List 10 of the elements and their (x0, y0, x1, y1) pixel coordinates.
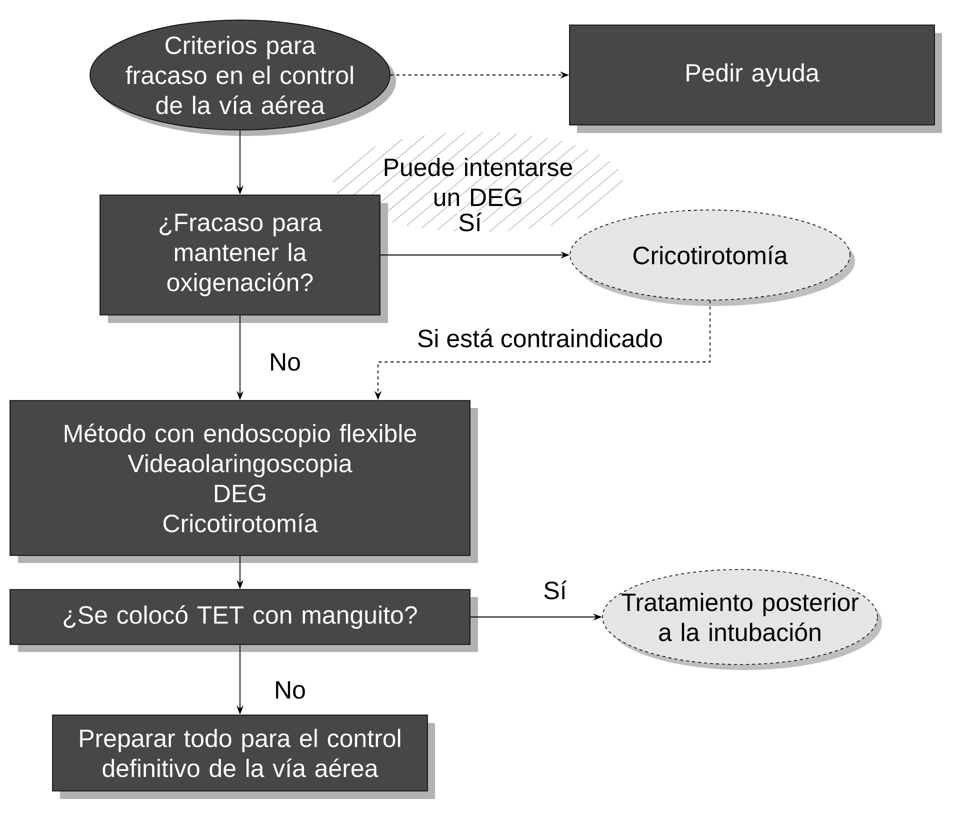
edge-label: No (268, 352, 302, 372)
edge-label: No (273, 680, 307, 700)
process-box: Preparar todo para el control definitivo de la vía aérea (52, 714, 435, 799)
decision-box: ¿Fracaso para mantener la oxigenación? (100, 194, 388, 323)
decision-box: ¿Se colocó TET con manguito? (10, 589, 478, 652)
edge-label: Sí (542, 580, 568, 600)
process-box: Pedir ayuda (569, 24, 942, 133)
edge-label: Sí (457, 212, 483, 232)
edge-label: Si está contraindicado (416, 328, 664, 348)
process-box: Método con endoscopio flexible Videaolaringoscopia DEG Cricotirotomía (10, 400, 478, 563)
